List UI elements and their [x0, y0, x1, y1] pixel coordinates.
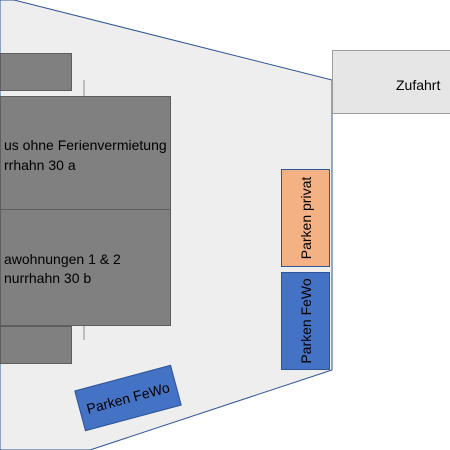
- house-a-label-line1: us ohne Ferienvermietung: [4, 137, 167, 153]
- parking-fewo-vertical-label: Parken FeWo: [298, 278, 314, 364]
- annex-top: [0, 53, 72, 91]
- parking-fewo-vertical: [281, 272, 330, 370]
- parking-private: [281, 169, 330, 267]
- access-road: [332, 50, 450, 114]
- house-a-label-line2: rrhahn 30 a: [4, 157, 76, 173]
- annex-bottom: [0, 326, 72, 364]
- house-b: [0, 209, 171, 326]
- parking-private-label: Parken privat: [298, 176, 314, 260]
- house-b-label-line1: awohnungen 1 & 2: [4, 251, 121, 267]
- house-b-label-line2: nurrhahn 30 b: [4, 270, 92, 286]
- house-a: [0, 96, 171, 210]
- access-road-label: Zufahrt: [396, 77, 441, 93]
